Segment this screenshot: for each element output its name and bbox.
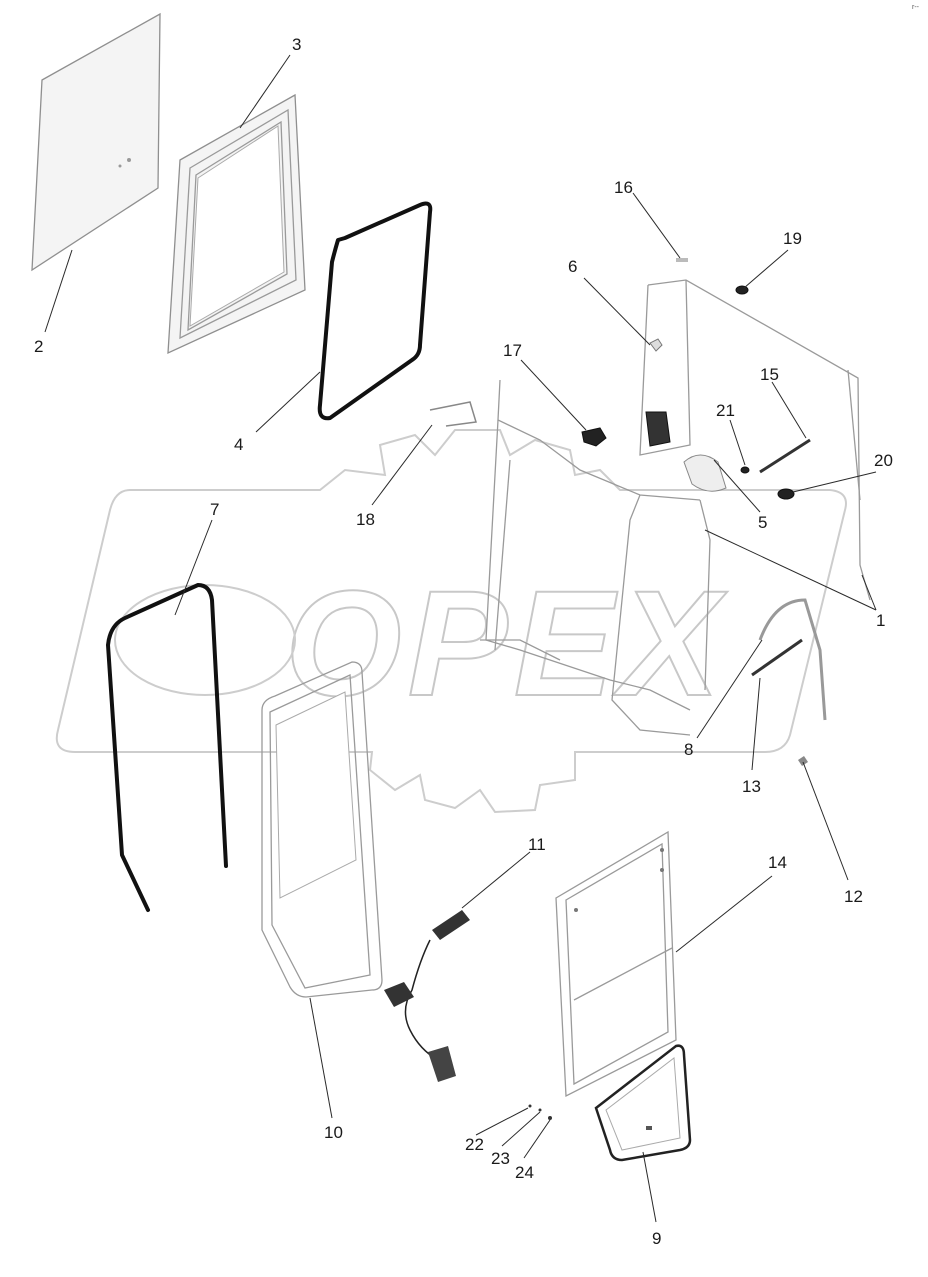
callout-labels: 2 3 4 18 7 10 11 14 9 22 23 24 16 6 17 1…: [34, 35, 893, 1248]
callout-11: 11: [528, 835, 546, 854]
callout-9: 9: [652, 1229, 661, 1248]
part-16-bracket: [676, 258, 688, 262]
callout-16: 16: [614, 178, 633, 197]
callout-15: 15: [760, 365, 779, 384]
callout-6: 6: [568, 257, 577, 276]
callout-2: 2: [34, 337, 43, 356]
callout-8: 8: [684, 740, 693, 759]
callout-20: 20: [874, 451, 893, 470]
callout-18: 18: [356, 510, 375, 529]
callout-19: 19: [783, 229, 802, 248]
callout-13: 13: [742, 777, 761, 796]
watermark-ring: [114, 584, 296, 696]
part-14-sliding-window: [555, 830, 677, 1098]
part-1-cab-body: [480, 279, 871, 736]
part-18-hinge: [429, 401, 477, 427]
part-17-latch: [581, 427, 607, 447]
callout-12: 12: [844, 887, 863, 906]
part-3-window-frame: [167, 93, 306, 355]
part-20-plug: [777, 488, 795, 500]
callout-4: 4: [234, 435, 243, 454]
callout-22: 22: [465, 1135, 484, 1154]
part-11-wiring-harness: [384, 910, 470, 1082]
part-2-glass-panel: [31, 12, 161, 272]
callout-24: 24: [515, 1163, 534, 1182]
parts-22-24-fasteners: [528, 1104, 552, 1120]
callout-14: 14: [768, 853, 787, 872]
callout-23: 23: [491, 1149, 510, 1168]
callout-17: 17: [503, 341, 522, 360]
callout-1: 1: [876, 611, 885, 630]
watermark-text: OPEX: [285, 559, 728, 727]
part-4-seal: [317, 201, 433, 421]
callout-7: 7: [210, 500, 219, 519]
part-9-quarter-window: [594, 1044, 692, 1162]
part-6-clip: [649, 338, 663, 352]
part-15-gas-strut: [759, 438, 811, 474]
part-12-spring: [798, 756, 808, 766]
part-21-plug: [740, 466, 750, 474]
part-7-door-seal: [106, 583, 228, 912]
part-19-plug: [735, 285, 749, 295]
watermark-gear-outline: [55, 429, 847, 814]
corner-mark: r--: [912, 4, 920, 11]
callout-5: 5: [758, 513, 767, 532]
callout-21: 21: [716, 401, 735, 420]
callout-10: 10: [324, 1123, 343, 1142]
callout-3: 3: [292, 35, 301, 54]
cab-lock-module: [645, 411, 671, 447]
part-10-door-frame: [261, 661, 383, 998]
opex-watermark: OPEX: [55, 429, 847, 814]
part-8-rod: [758, 598, 827, 721]
leader-lines: [44, 54, 877, 1223]
part-13-gas-strut: [751, 638, 803, 677]
part-5-handle: [683, 454, 727, 492]
